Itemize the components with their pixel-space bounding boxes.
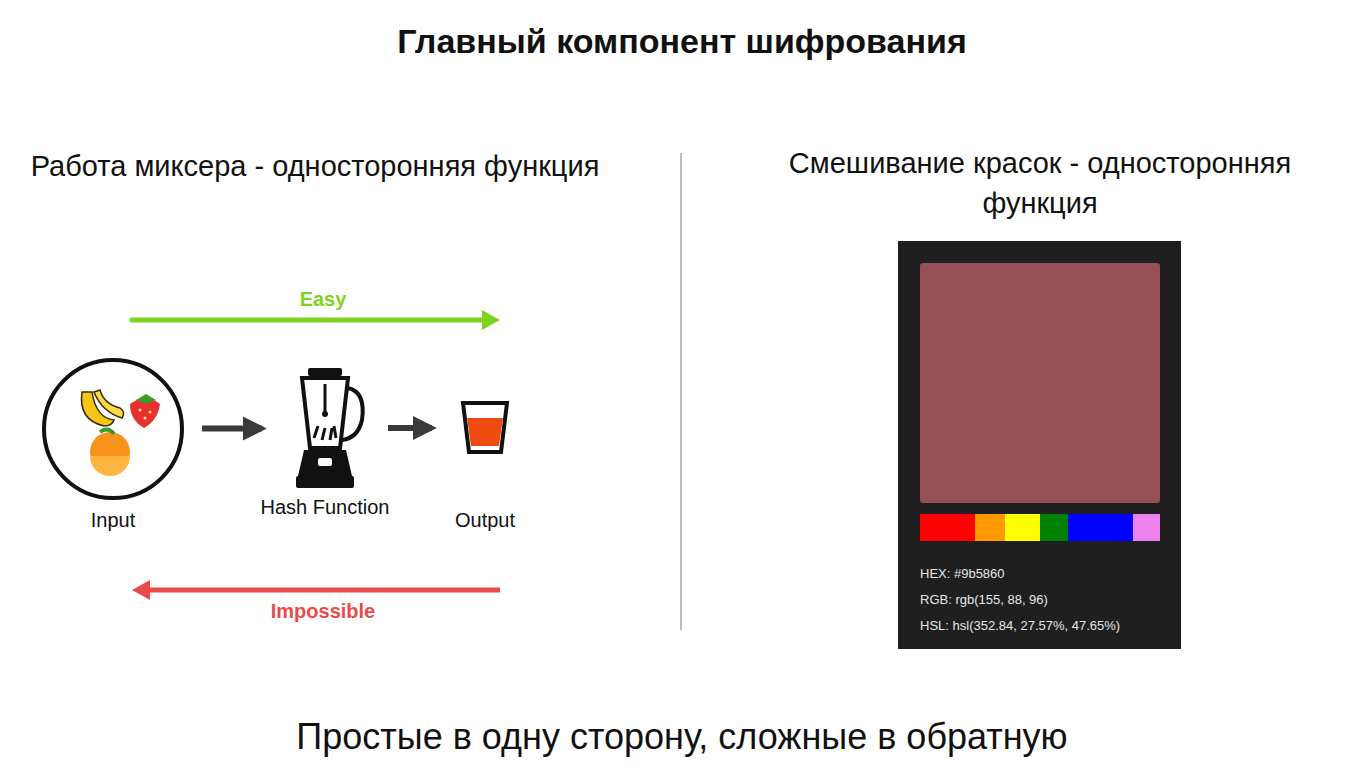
title: Главный компонент шифрования: [0, 22, 1364, 61]
section-heading: Смешивание красок - односторонняя функци…: [728, 143, 1352, 223]
node-text: HEX: #9b5860: [920, 565, 1173, 583]
color-panel: [898, 241, 1181, 649]
easy-arrow: [130, 310, 500, 330]
output-glass: Output: [450, 398, 520, 458]
color-panel-info: HEX: #9b5860RGB: rgb(155, 88, 96) HSL: hs…: [898, 241, 1181, 649]
impossible-arrow: [132, 580, 500, 600]
glass-icon: [463, 403, 507, 452]
blender-icon: [296, 368, 363, 488]
input-circle: Input: [42, 358, 184, 500]
node-text: RGB: rgb(155, 88, 96): [920, 591, 1173, 609]
hash-function: Hash Function: [280, 365, 370, 491]
fruit-icons: [81, 390, 160, 476]
circle-outline: [42, 358, 184, 500]
node-text: Hash Function: [260, 495, 390, 519]
impossible-label: Impossible: [243, 599, 403, 623]
node-text: Input: [22, 508, 204, 532]
caption: Простые в одну сторону, сложные в обратн…: [0, 716, 1364, 758]
divider-line: [680, 153, 682, 630]
flow-arrow: [388, 425, 432, 431]
easy-label: Easy: [263, 287, 383, 311]
section-heading: Работа миксера - односторонняя функция: [30, 146, 600, 186]
flow-arrow: [202, 426, 262, 432]
node-text: Output: [430, 508, 540, 532]
node-text: HSL: hsl(352.84, 27.57%, 47.65%): [920, 617, 1173, 635]
